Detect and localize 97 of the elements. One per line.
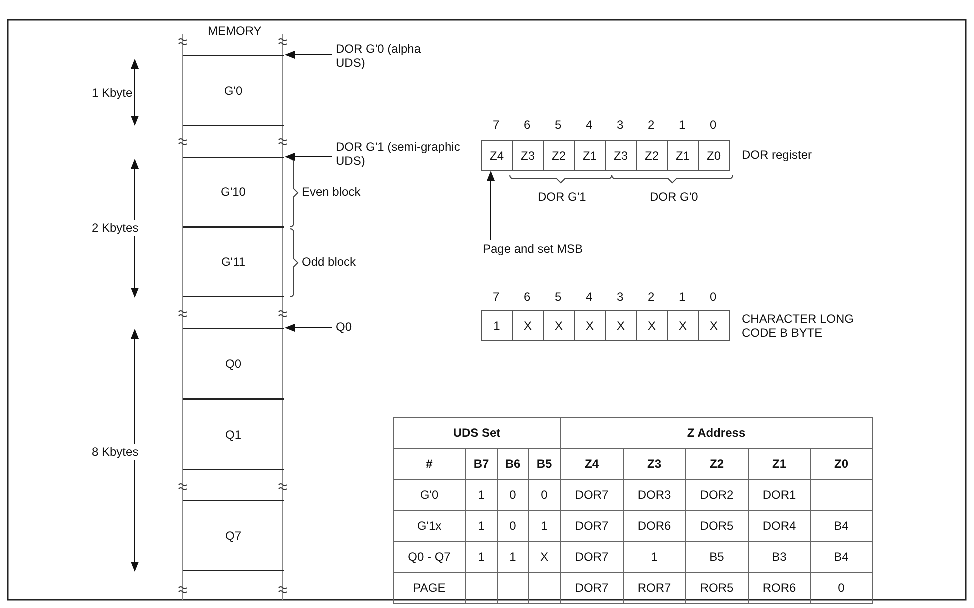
table-header: # [394, 448, 466, 480]
table-header: Z2 [686, 448, 748, 480]
register-bit: X [512, 310, 544, 341]
field-label: DOR G'1 [538, 190, 586, 204]
bit-number: 4 [586, 118, 593, 132]
table-header: B6 [498, 448, 528, 480]
pointer-label: DOR G'0 (alpha UDS) [336, 42, 446, 70]
table-cell: DOR4 [748, 510, 810, 542]
table-cell: 0 [810, 572, 872, 604]
table-cell: X [528, 542, 560, 572]
table-cell: PAGE [394, 572, 466, 604]
bit-number: 5 [555, 118, 562, 132]
register-bit: Z0 [698, 140, 730, 171]
bracket-label: Odd block [302, 255, 356, 269]
memory-block: G'11 [183, 227, 284, 297]
memory-block: Q1 [183, 399, 284, 470]
pointer-label: Q0 [336, 320, 376, 334]
arrow [285, 51, 332, 59]
register-bit: X [698, 310, 730, 341]
dimension-label: 8 Kbytes [92, 444, 139, 460]
bit-number: 1 [679, 118, 686, 132]
bracket-label: Even block [302, 185, 361, 199]
table-cell: ROR6 [748, 572, 810, 604]
table-cell: B5 [686, 542, 748, 572]
table-cell: ROR7 [624, 572, 686, 604]
table-cell: DOR6 [624, 510, 686, 542]
table-header: B7 [466, 448, 498, 480]
bit-number: 1 [679, 290, 686, 304]
table-cell: DOR1 [748, 480, 810, 510]
bit-number: 0 [710, 118, 717, 132]
bit-number: 6 [524, 118, 531, 132]
table-cell: B4 [810, 510, 872, 542]
register-bit: Z4 [481, 140, 513, 171]
memory-block: Q0 [183, 328, 284, 399]
table-cell: G'0 [394, 480, 466, 510]
bit-number: 5 [555, 290, 562, 304]
arrow [487, 171, 495, 240]
bit-number: 3 [617, 118, 624, 132]
field-label: DOR G'0 [650, 190, 698, 204]
pointer-label: Page and set MSB [483, 242, 623, 256]
register-bit: X [605, 310, 637, 341]
table-cell: 1 [498, 542, 528, 572]
register-bit: Z2 [543, 140, 575, 171]
arrow [285, 324, 332, 332]
bit-number: 2 [648, 118, 655, 132]
bit-number: 7 [493, 290, 500, 304]
table-cell: DOR2 [686, 480, 748, 510]
table-cell: B4 [810, 542, 872, 572]
bit-number: 3 [617, 290, 624, 304]
bit-number: 0 [710, 290, 717, 304]
table-cell: 1 [466, 480, 498, 510]
table-cell: 1 [528, 510, 560, 542]
table-cell: DOR5 [686, 510, 748, 542]
register-name: CHARACTER LONG CODE B BYTE [742, 312, 856, 340]
register-bit: Z2 [636, 140, 668, 171]
register-name: DOR register [742, 148, 814, 162]
memory-block: G'0 [183, 55, 284, 126]
table-cell: DOR7 [560, 480, 624, 510]
bit-number: 4 [586, 290, 593, 304]
register-bit: X [543, 310, 575, 341]
table-cell: B3 [748, 542, 810, 572]
bit-number: 2 [648, 290, 655, 304]
memory-block: G'10 [183, 157, 284, 227]
table-cell: Q0 - Q7 [394, 542, 466, 572]
register-bit: X [636, 310, 668, 341]
memory-block: Q7 [183, 500, 284, 571]
register-bit: 1 [481, 310, 513, 341]
table-cell: DOR3 [624, 480, 686, 510]
table-header: UDS Set [394, 418, 560, 448]
table-header: Z4 [560, 448, 624, 480]
table-cell: G'1x [394, 510, 466, 542]
table-header: Z0 [810, 448, 872, 480]
table-header: Z1 [748, 448, 810, 480]
register-bit: X [574, 310, 606, 341]
table-cell: DOR7 [560, 510, 624, 542]
dimension-label: 1 Kbyte [92, 85, 133, 101]
table-header: B5 [528, 448, 560, 480]
table-header: Z3 [624, 448, 686, 480]
table-cell: ROR5 [686, 572, 748, 604]
table-cell: 1 [466, 510, 498, 542]
table-header: Z Address [560, 418, 872, 448]
table-cell: 1 [466, 542, 498, 572]
register-bit: Z1 [574, 140, 606, 171]
table-cell: DOR7 [560, 542, 624, 572]
arrow [285, 153, 332, 161]
register-bit: Z3 [605, 140, 637, 171]
table-cell: 1 [624, 542, 686, 572]
register-bit: X [667, 310, 699, 341]
dimension-label: 2 Kbytes [92, 220, 139, 236]
register-bit: Z1 [667, 140, 699, 171]
table-cell: 0 [498, 510, 528, 542]
bit-number: 6 [524, 290, 531, 304]
table-cell: DOR7 [560, 572, 624, 604]
table-cell: 0 [528, 480, 560, 510]
bit-number: 7 [493, 118, 500, 132]
table-cell: 0 [498, 480, 528, 510]
register-bit: Z3 [512, 140, 544, 171]
